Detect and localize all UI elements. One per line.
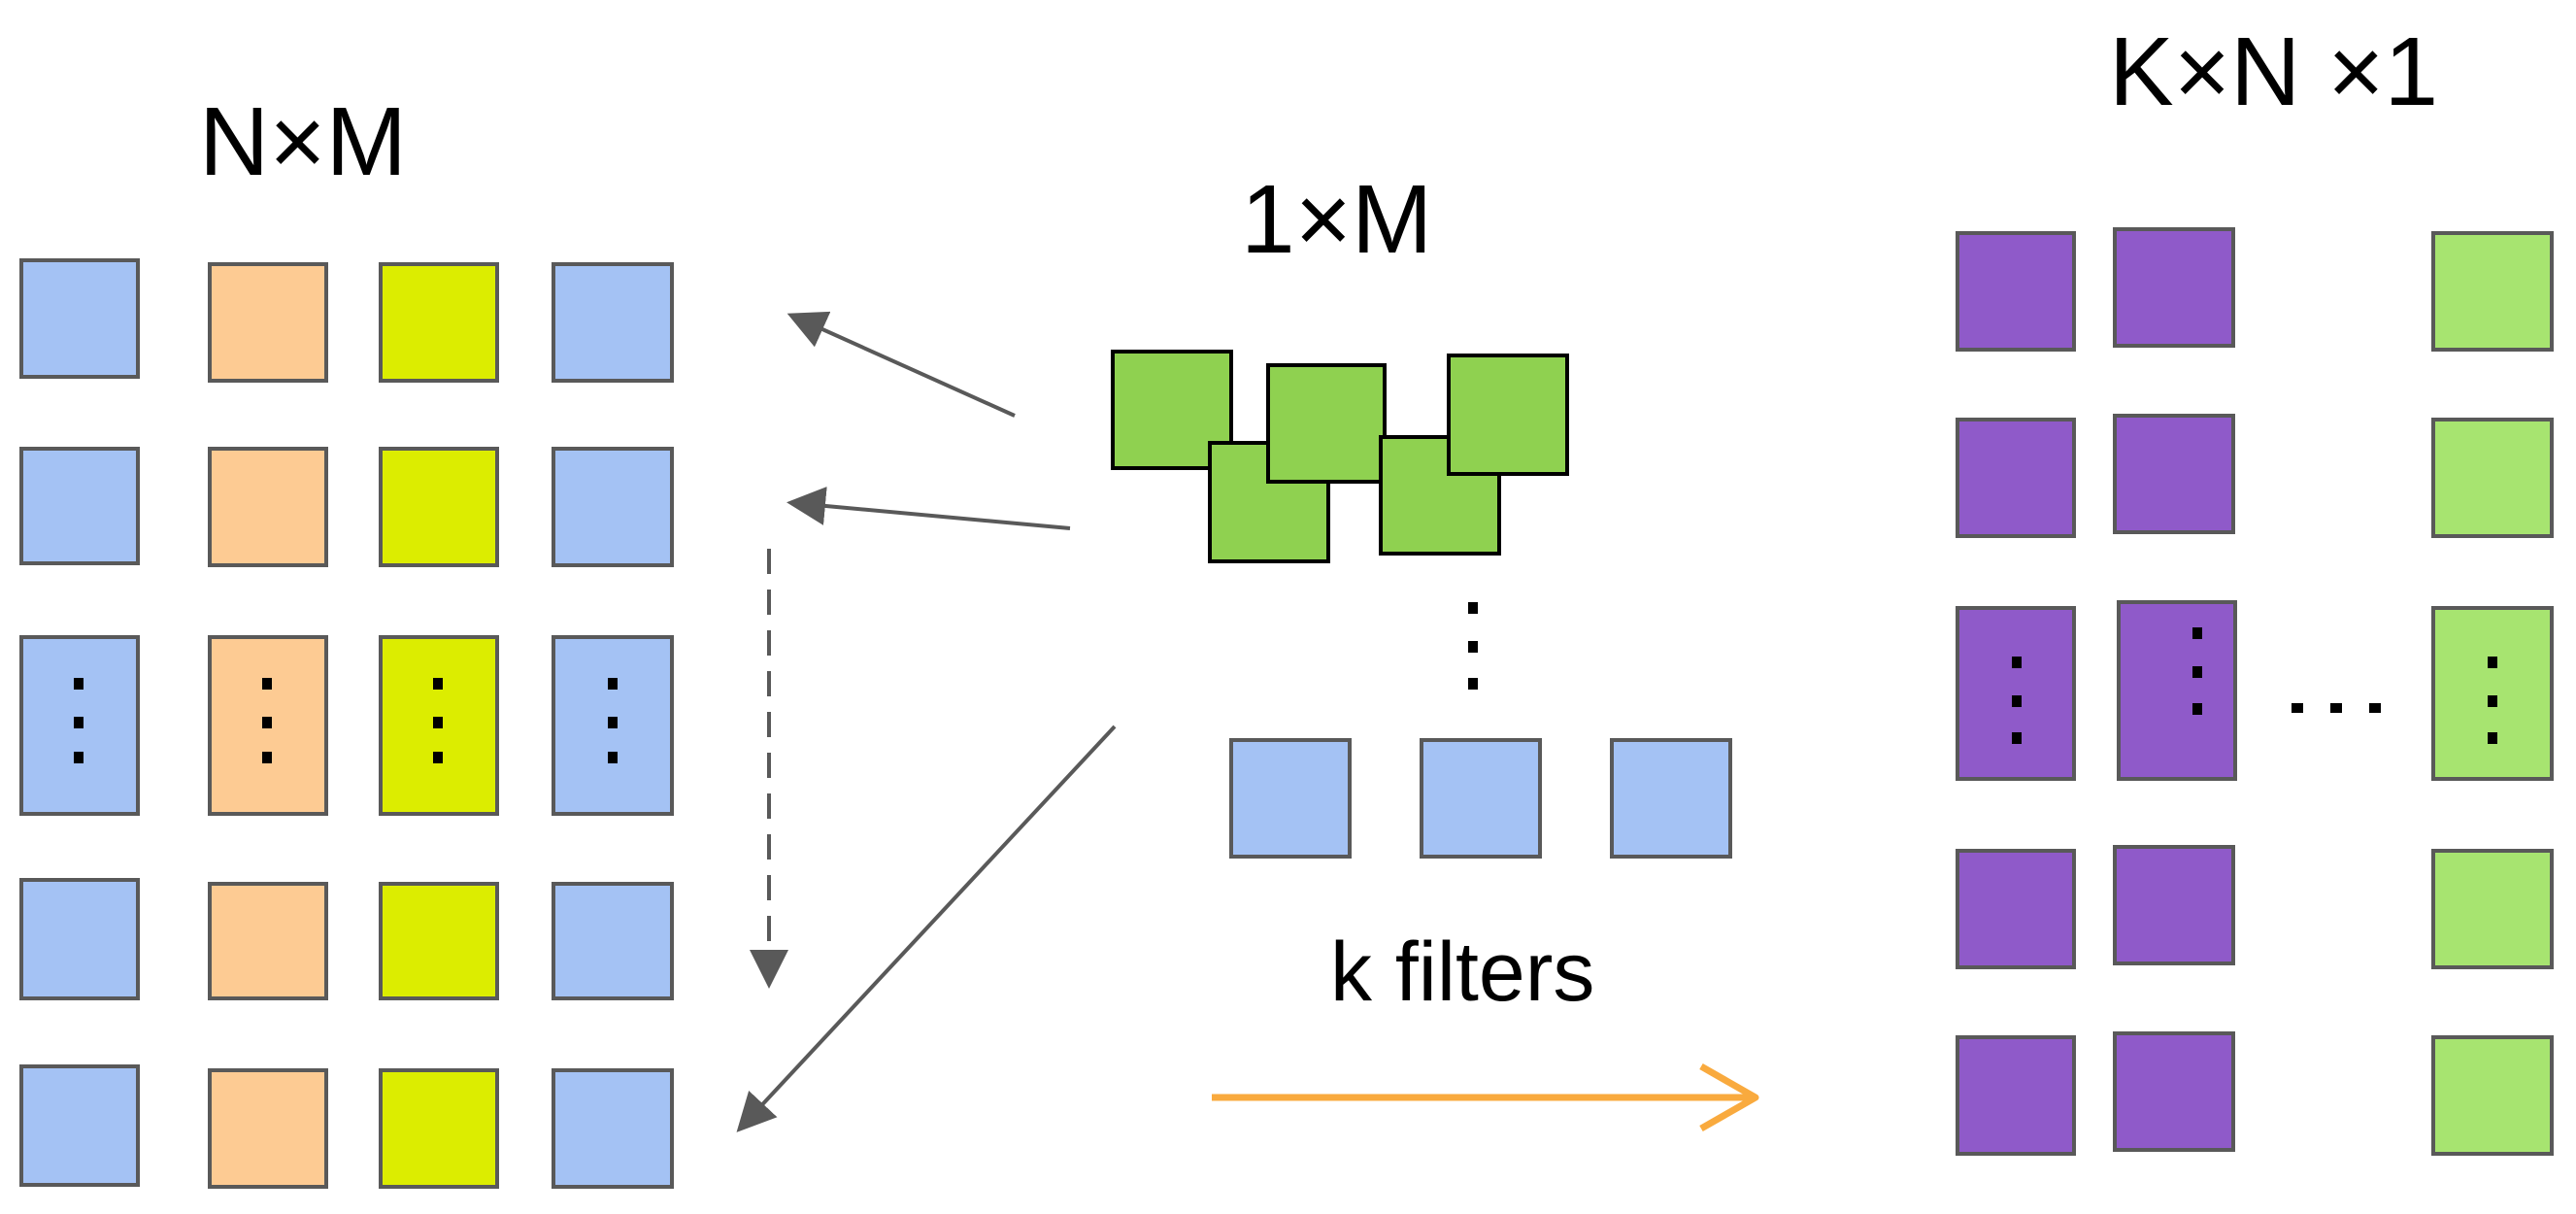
input-matrix-label: N×M [199,87,407,196]
input-matrix [19,258,674,1189]
output-cell-ellipsis [1956,606,2076,781]
output-cell [1956,1035,2076,1156]
filter-label: 1×M [1241,165,1432,274]
input-cell [208,882,328,1000]
filter-cell [1266,363,1387,484]
input-cell [208,262,328,383]
horizontal-ellipsis-icon [2292,703,2381,713]
output-cell [2431,849,2554,969]
filter-cell [1447,354,1569,476]
output-cell [2431,231,2554,352]
output-cell [1956,231,2076,352]
orange-arrow-icon [1212,1062,1759,1132]
other-filter-cell [1610,738,1732,859]
vertical-ellipsis-icon [74,678,618,763]
output-matrix-label: K×N ×1 [2109,17,2438,126]
input-cell [552,262,674,383]
output-cell [1956,849,2076,969]
input-cell [379,882,499,1000]
output-cell [1956,418,2076,538]
arrow-to-row-2 [786,487,1071,530]
output-cell-ellipsis [2117,600,2237,781]
vertical-ellipsis-icon [2012,627,2497,744]
other-filters-row [1229,738,1732,859]
output-cell [2113,1031,2235,1152]
input-cell [19,1064,140,1187]
input-cell [552,882,674,1000]
input-cell [19,258,140,379]
filter-stack [1111,350,1569,563]
input-cell [208,447,328,567]
vertical-ellipsis-icon [1468,602,1478,690]
input-cell-ellipsis [19,635,140,816]
input-cell [379,262,499,383]
other-filter-cell [1420,738,1542,859]
arrow-to-last-row [736,725,1117,1132]
other-filter-cell [1229,738,1352,859]
input-cell [19,447,140,565]
output-cell [2431,418,2554,538]
output-matrix [1956,227,2554,1156]
input-cell [379,1068,499,1189]
arrow-to-row-1 [786,311,1016,418]
output-cell [2113,227,2235,348]
output-cell [2431,1035,2554,1156]
input-cell [552,447,674,567]
filters-caption: k filters [1330,926,1594,1019]
input-cell [19,878,140,1000]
output-cell [2113,414,2235,534]
input-cell [208,1068,328,1189]
output-cell [2113,845,2235,965]
input-cell [379,447,499,567]
output-cell-ellipsis [2431,606,2554,781]
input-cell [552,1068,674,1189]
